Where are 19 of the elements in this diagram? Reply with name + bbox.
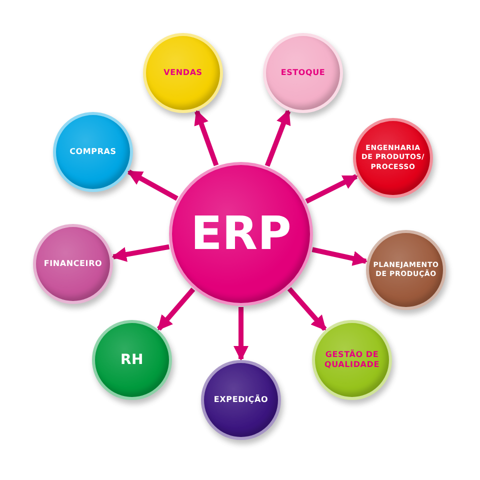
module-circle [312,320,392,400]
arrow [127,170,178,201]
circle-label: ERP [190,205,292,262]
arrow [234,307,248,361]
arrow [156,288,196,331]
arrow [264,109,291,167]
arrow [287,287,327,331]
module-circle [353,118,433,198]
circle-label: RH [120,350,144,370]
circle-label: VENDAS [164,68,202,78]
module-circle [92,320,172,400]
circle-label: EXPEDIÇÃO [214,394,268,406]
circle-label: GESTÃO DE QUALIDADE [324,350,380,370]
circle-label: ESTOQUE [280,68,326,78]
arrow [194,110,219,166]
arrow [312,247,368,266]
circle-label: COMPRAS [70,146,116,158]
circle-label: FINANCEIRO [44,258,102,270]
arrow [305,174,358,204]
